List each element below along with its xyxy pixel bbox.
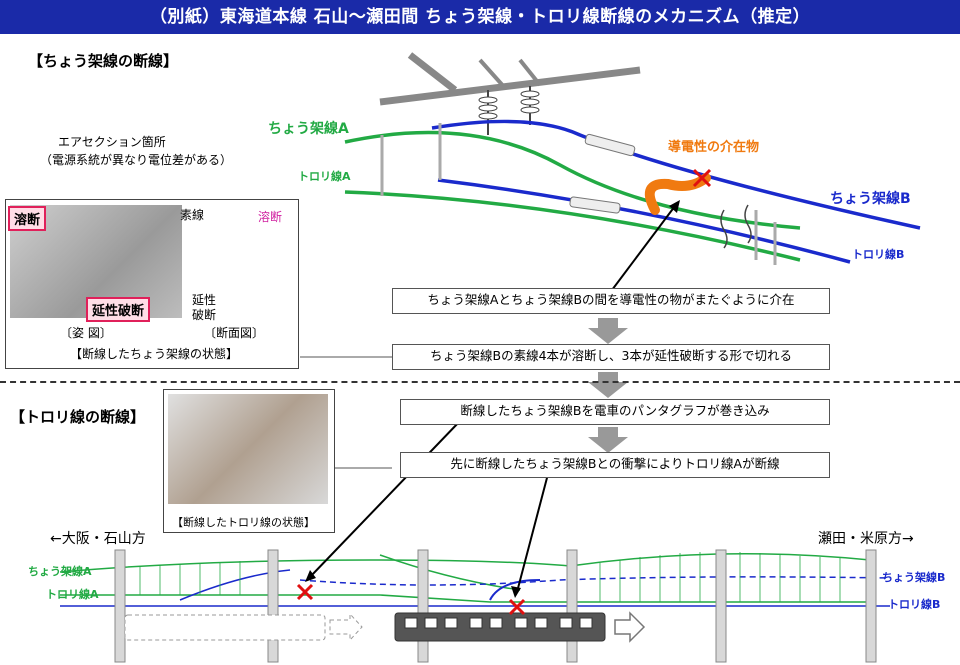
pole — [417, 549, 429, 663]
ductile-section-label: 延性 破断 — [192, 293, 217, 322]
insulator-right — [520, 86, 540, 125]
section-title-trolley: 【トロリ線の断線】 — [10, 408, 146, 426]
catenary-b-label: ちょう架線B — [830, 191, 911, 207]
air-section-note: （電源系統が異なり電位差がある） — [40, 153, 233, 167]
droppers — [380, 123, 777, 265]
step-box-1: ちょう架線Aとちょう架線Bの間を導電性の物がまたぐように介在 — [392, 288, 830, 314]
pole — [566, 549, 578, 663]
pole — [715, 549, 727, 663]
step-arrow-1 — [588, 318, 628, 344]
step-arrow-3 — [588, 427, 628, 453]
lower-diagram — [59, 420, 891, 663]
step-box-3: 断線したちょう架線Bを電車のパンタグラフが巻き込み — [400, 399, 830, 425]
train-before — [124, 614, 326, 641]
arrow-ghost — [329, 612, 363, 642]
lower-catenary-b-label: ちょう架線B — [882, 571, 946, 584]
section-insulator-upper — [584, 133, 636, 157]
trolley-photo-panel — [163, 389, 335, 533]
step-box-4: 先に断線したちょう架線Bとの衝撃によりトロリ線Aが断線 — [400, 452, 830, 478]
figure-section-caption: 〔断面図〕 — [204, 326, 265, 340]
trolley-b-line — [437, 178, 851, 264]
hanger-right — [744, 204, 752, 244]
trolley-a-line — [344, 190, 801, 262]
trolley-b-label: トロリ線B — [852, 248, 905, 261]
catenary-photo-panel — [5, 199, 299, 369]
insulator-left — [478, 90, 498, 135]
page-title: （別紙）東海道本線 石山～瀬田間 ちょう架線・トロリ線断線のメカニズム（推定） — [0, 0, 960, 34]
break-mark-upper — [692, 168, 712, 188]
section-insulator-lower — [569, 196, 621, 214]
trolley-a-label: トロリ線A — [298, 170, 351, 183]
conductive-object-label: 導電性の介在物 — [668, 140, 760, 155]
direction-left: ←大阪・石山方 — [50, 531, 146, 547]
section-title-catenary: 【ちょう架線の断線】 — [28, 52, 179, 70]
strand-label: 素線 — [180, 208, 205, 222]
support-beam — [379, 52, 641, 106]
trolley-photo — [168, 394, 328, 504]
pole — [267, 549, 279, 663]
catenary-a-line — [344, 130, 801, 230]
figure-view-caption: 〔姿 図〕 — [60, 326, 112, 340]
trolley-photo-caption: 【断線したトロリ線の状態】 — [172, 516, 315, 529]
melt-callout: 溶断 — [8, 206, 47, 231]
pointer-arrow-upper — [611, 205, 676, 291]
pole — [865, 549, 877, 663]
ductile-callout: 延性破断 — [86, 297, 151, 322]
catenary-a-label: ちょう架線A — [268, 121, 349, 137]
lower-catenary-b — [179, 569, 291, 601]
lower-catenary-a-label: ちょう架線A — [28, 565, 92, 578]
lower-trolley-a-label: トロリ線A — [46, 588, 99, 601]
pole — [114, 549, 126, 663]
direction-right: 瀬田・米原方→ — [818, 531, 914, 547]
lower-trolley-b-label: トロリ線B — [888, 598, 941, 611]
arrow-train — [614, 611, 646, 643]
step-arrow-2 — [588, 372, 628, 398]
hanger-left — [720, 209, 728, 249]
step-box-2: ちょう架線Bの素線4本が溶断し、3本が延性破断する形で切れる — [392, 344, 830, 370]
break-mark-lower-left — [296, 583, 314, 601]
melt-section-label: 溶断 — [258, 210, 283, 224]
break-mark-lower-right — [508, 598, 526, 616]
lower-catenary-a — [59, 559, 571, 573]
air-section-label: エアセクション箇所 — [58, 135, 166, 149]
catenary-photo-caption: 【断線したちょう架線の状態】 — [70, 347, 239, 361]
lower-trolley-a — [60, 594, 870, 603]
train-after — [394, 612, 606, 642]
section-divider — [0, 381, 960, 383]
